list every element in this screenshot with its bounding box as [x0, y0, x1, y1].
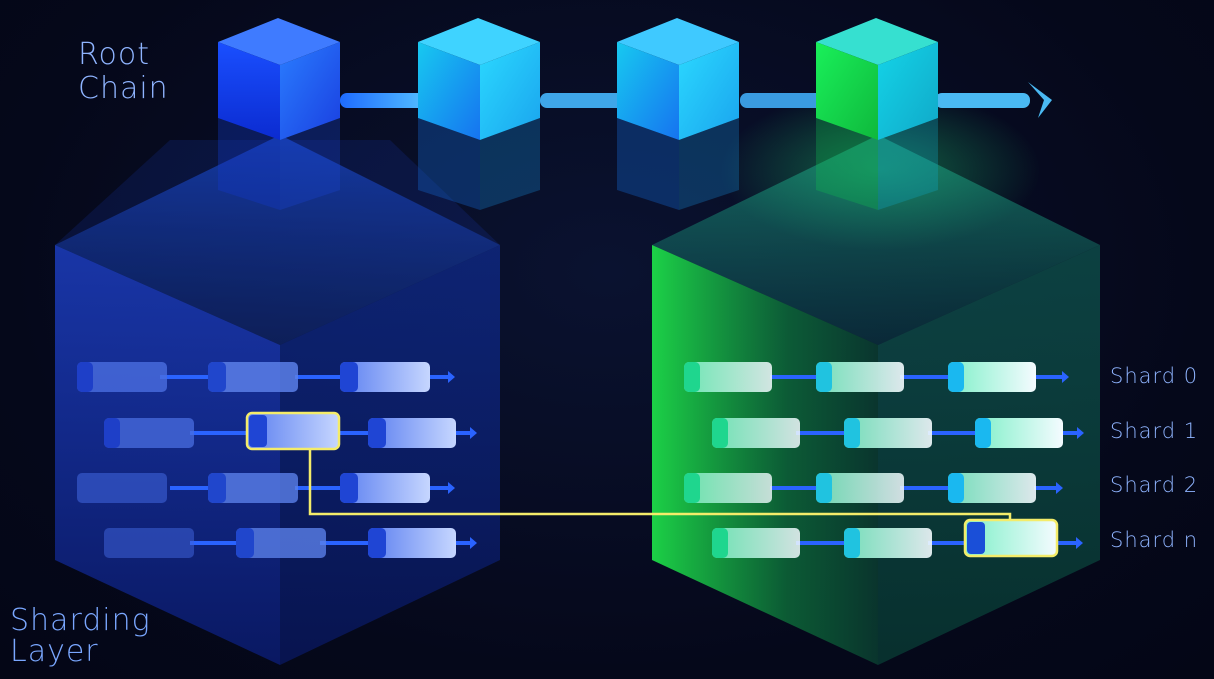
shard-label-1: Shard 1 — [1110, 419, 1199, 443]
left-block — [77, 473, 167, 503]
left-block — [208, 473, 298, 503]
right-block — [684, 362, 772, 392]
root-block-2 — [418, 18, 540, 210]
right-block — [948, 473, 1036, 503]
right-cube-side-face — [878, 245, 1100, 665]
right-block — [816, 473, 904, 503]
right-block — [684, 473, 772, 503]
shard-label-2: Shard 2 — [1110, 473, 1199, 497]
left-block — [77, 362, 167, 392]
left-shard-row-0 — [77, 362, 455, 392]
right-cube-top-face — [652, 135, 1100, 345]
shard-label-0: Shard 0 — [1110, 364, 1199, 388]
right-block — [844, 528, 932, 558]
root-link-4 — [935, 93, 1030, 108]
right-block — [816, 362, 904, 392]
right-shard-row-2 — [684, 473, 1063, 503]
shard-label-n: Shard n — [1110, 528, 1199, 552]
root-chain-arrowhead — [1028, 82, 1052, 118]
sharding-layer-label-line1: Sharding — [10, 603, 151, 638]
root-chain-label: Root Chain — [78, 38, 218, 105]
left-shard-row-1 — [104, 411, 477, 451]
right-block — [844, 418, 932, 448]
left-block — [104, 418, 194, 448]
left-cube-side-face — [280, 245, 500, 665]
right-cube-front-face — [652, 245, 878, 665]
sharding-layer-label: Sharding Layer — [10, 603, 170, 669]
left-block — [104, 528, 194, 558]
right-block — [948, 362, 1036, 392]
left-shard-cube — [55, 135, 500, 665]
left-cube-front-face — [55, 245, 280, 665]
root-block-1 — [218, 18, 340, 210]
root-chain-label-line1: Root — [78, 37, 150, 72]
left-block-highlighted — [245, 411, 341, 451]
left-block — [340, 362, 430, 392]
right-block — [975, 418, 1063, 448]
right-block — [712, 528, 800, 558]
root-chain-label-line2: Chain — [78, 70, 169, 106]
left-block — [208, 362, 298, 392]
right-shard-row-3 — [712, 518, 1083, 558]
left-shard-row-2 — [77, 473, 455, 503]
sharding-layer-label-line2: Layer — [10, 633, 99, 669]
left-block — [340, 473, 430, 503]
cross-shard-link — [308, 449, 1012, 520]
left-block — [368, 418, 456, 448]
right-shard-row-1 — [712, 418, 1084, 448]
right-shard-row-0 — [684, 362, 1069, 392]
right-shard-chains — [684, 362, 1084, 558]
left-block — [368, 528, 456, 558]
right-block — [712, 418, 800, 448]
right-shard-cube — [652, 90, 1100, 665]
left-block — [236, 528, 326, 558]
root-block-4 — [816, 18, 938, 210]
left-shard-chains — [77, 362, 477, 558]
root-block-3 — [617, 18, 739, 210]
left-cube-top-face — [55, 135, 500, 345]
left-shard-row-3 — [104, 528, 477, 558]
